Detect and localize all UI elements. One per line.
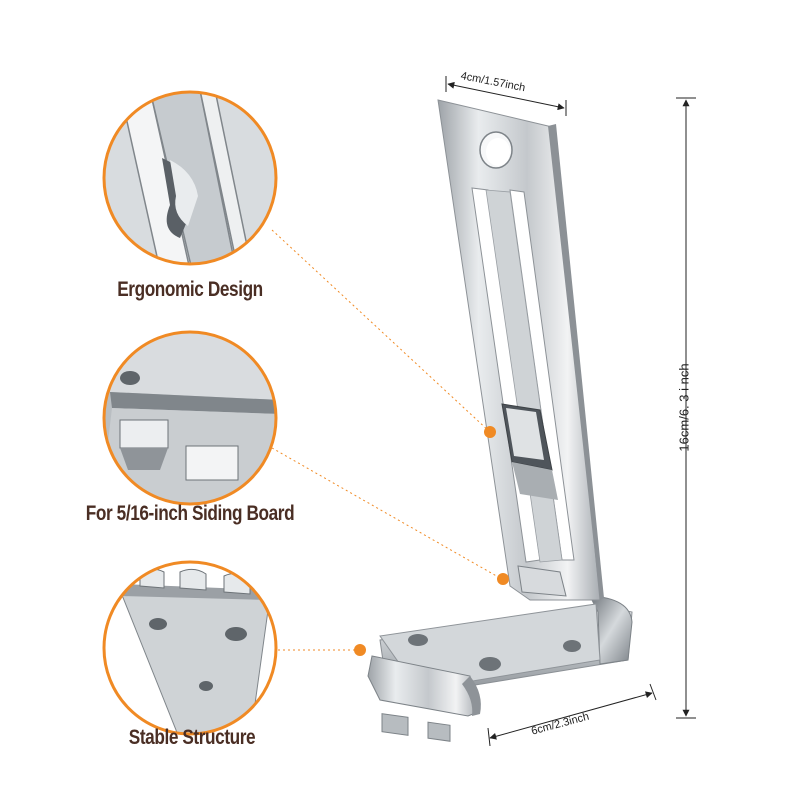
bracket-illustration — [367, 99, 633, 742]
callout-dot-1 — [484, 426, 496, 438]
label-siding-board: For 5/16-inch Siding Board — [85, 502, 295, 525]
callout-connectors — [271, 229, 501, 651]
dim-text-height: 16cm/6. 3 i nch — [676, 363, 692, 452]
detail-circle-structure — [102, 560, 278, 736]
dimension-height — [676, 97, 696, 719]
detail-circle-siding — [102, 330, 278, 506]
dimension-top-width — [445, 76, 567, 116]
label-stable-structure: Stable Structure — [128, 726, 256, 749]
callout-dot-2 — [497, 573, 509, 585]
label-ergonomic-design: Ergonomic Design — [117, 278, 263, 301]
detail-circle-ergonomic — [102, 90, 278, 266]
callout-dot-3 — [354, 644, 366, 656]
dimension-base-width — [487, 683, 657, 747]
